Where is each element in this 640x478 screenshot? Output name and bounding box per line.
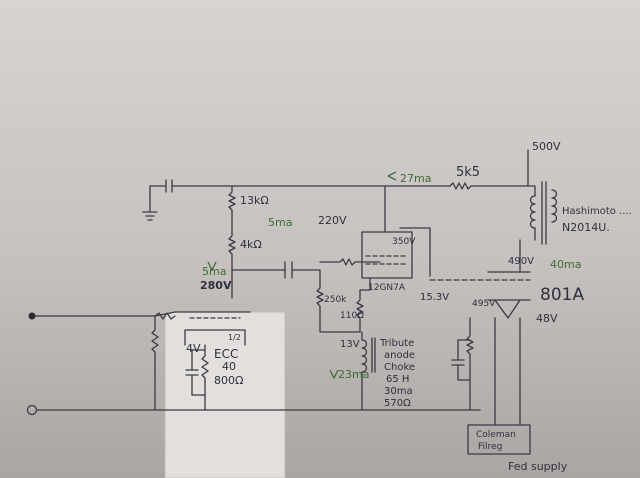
label-350v: 350V bbox=[392, 237, 416, 247]
label-ecc-40: 40 bbox=[222, 360, 236, 373]
output-transformer-core bbox=[541, 181, 547, 245]
label-280v: 280V bbox=[200, 279, 232, 292]
label-supply: Fed supply bbox=[508, 460, 568, 473]
tube-12gn7a-outline bbox=[361, 231, 413, 279]
coleman-filreg-box bbox=[467, 424, 531, 455]
resistor-4k bbox=[228, 231, 286, 271]
label-choke-4: 65 H bbox=[386, 374, 409, 385]
label-801a: 801A bbox=[540, 285, 584, 305]
label-choke-6: 570Ω bbox=[384, 398, 411, 409]
label-48v: 48V bbox=[536, 312, 558, 325]
resistor-5k5 bbox=[449, 182, 536, 190]
grid-resistor-line bbox=[319, 258, 381, 266]
label-40ma: 40ma bbox=[550, 258, 581, 271]
ecc40-cathode-resistor bbox=[201, 344, 209, 411]
label-choke-1: Tribute bbox=[379, 338, 414, 349]
input-terminal bbox=[28, 312, 36, 320]
label-transformer-2: N2014U. bbox=[562, 221, 610, 234]
label-ecc-half: 1/2 bbox=[228, 333, 241, 342]
label-4k: 4kΩ bbox=[240, 238, 262, 251]
anode-choke-core bbox=[371, 337, 376, 373]
input-grid-resistor bbox=[154, 312, 176, 320]
label-13k: 13kΩ bbox=[240, 194, 269, 207]
resistor-110 bbox=[356, 289, 364, 333]
pasted-paper-note bbox=[164, 311, 286, 478]
ground-stub-top bbox=[142, 185, 158, 221]
label-250k: 250k bbox=[324, 295, 347, 305]
current-arrow-5ma bbox=[207, 261, 217, 272]
filament-resistor bbox=[466, 317, 474, 411]
resistor-250k bbox=[316, 269, 361, 333]
label-27ma: 27ma bbox=[400, 172, 431, 185]
current-arrow-27ma bbox=[387, 171, 397, 181]
tube-801a-filament bbox=[487, 299, 531, 319]
label-ecc: ECC bbox=[214, 347, 238, 361]
label-220v: 220V bbox=[318, 214, 347, 227]
label-500v: 500V bbox=[532, 140, 561, 153]
tube-801a-plate bbox=[487, 239, 531, 273]
label-coleman-1: Coleman bbox=[476, 430, 516, 440]
label-4v: 4V bbox=[186, 342, 201, 355]
coupling-cap-top bbox=[165, 179, 173, 193]
input-shunt-resistor bbox=[151, 315, 159, 411]
label-choke-5: 30ma bbox=[384, 386, 413, 397]
label-transformer-1: Hashimoto .... bbox=[562, 206, 632, 217]
screen-feed bbox=[399, 227, 431, 277]
label-110: 110Ω bbox=[340, 311, 364, 321]
ecc40-tube-outline bbox=[184, 329, 246, 346]
ground-terminal bbox=[26, 404, 38, 416]
coupling-cap-mid bbox=[284, 261, 321, 279]
anode-choke-coil bbox=[361, 331, 368, 411]
output-transformer-primary bbox=[529, 185, 536, 241]
label-15-3v: 15.3V bbox=[420, 292, 449, 303]
label-5k5: 5k5 bbox=[456, 165, 480, 180]
label-495v: 495V bbox=[472, 299, 496, 309]
label-13v: 13V bbox=[340, 339, 360, 350]
ecc40-bypass-cap bbox=[185, 349, 206, 396]
filament-bypass-cap bbox=[451, 339, 471, 381]
input-wire bbox=[34, 311, 251, 317]
label-choke-3: Choke bbox=[384, 362, 415, 373]
resistor-13k bbox=[228, 185, 236, 233]
label-5ma-left: 5ma bbox=[202, 265, 226, 278]
label-coleman-2: Filreg bbox=[478, 442, 502, 452]
cathode-wire-12gn7a bbox=[359, 277, 371, 291]
coleman-feed bbox=[494, 409, 521, 426]
label-5ma-top: 5ma bbox=[268, 216, 292, 229]
label-800: 800Ω bbox=[214, 374, 243, 387]
filament-wires bbox=[494, 317, 521, 411]
current-arrow-23ma bbox=[329, 369, 339, 380]
label-12gn7a: 12GN7A bbox=[368, 283, 406, 293]
label-23ma: 23ma bbox=[338, 368, 369, 381]
output-transformer-secondary bbox=[551, 189, 558, 223]
label-490v: 490V bbox=[508, 256, 534, 267]
label-choke-2: anode bbox=[384, 350, 415, 361]
